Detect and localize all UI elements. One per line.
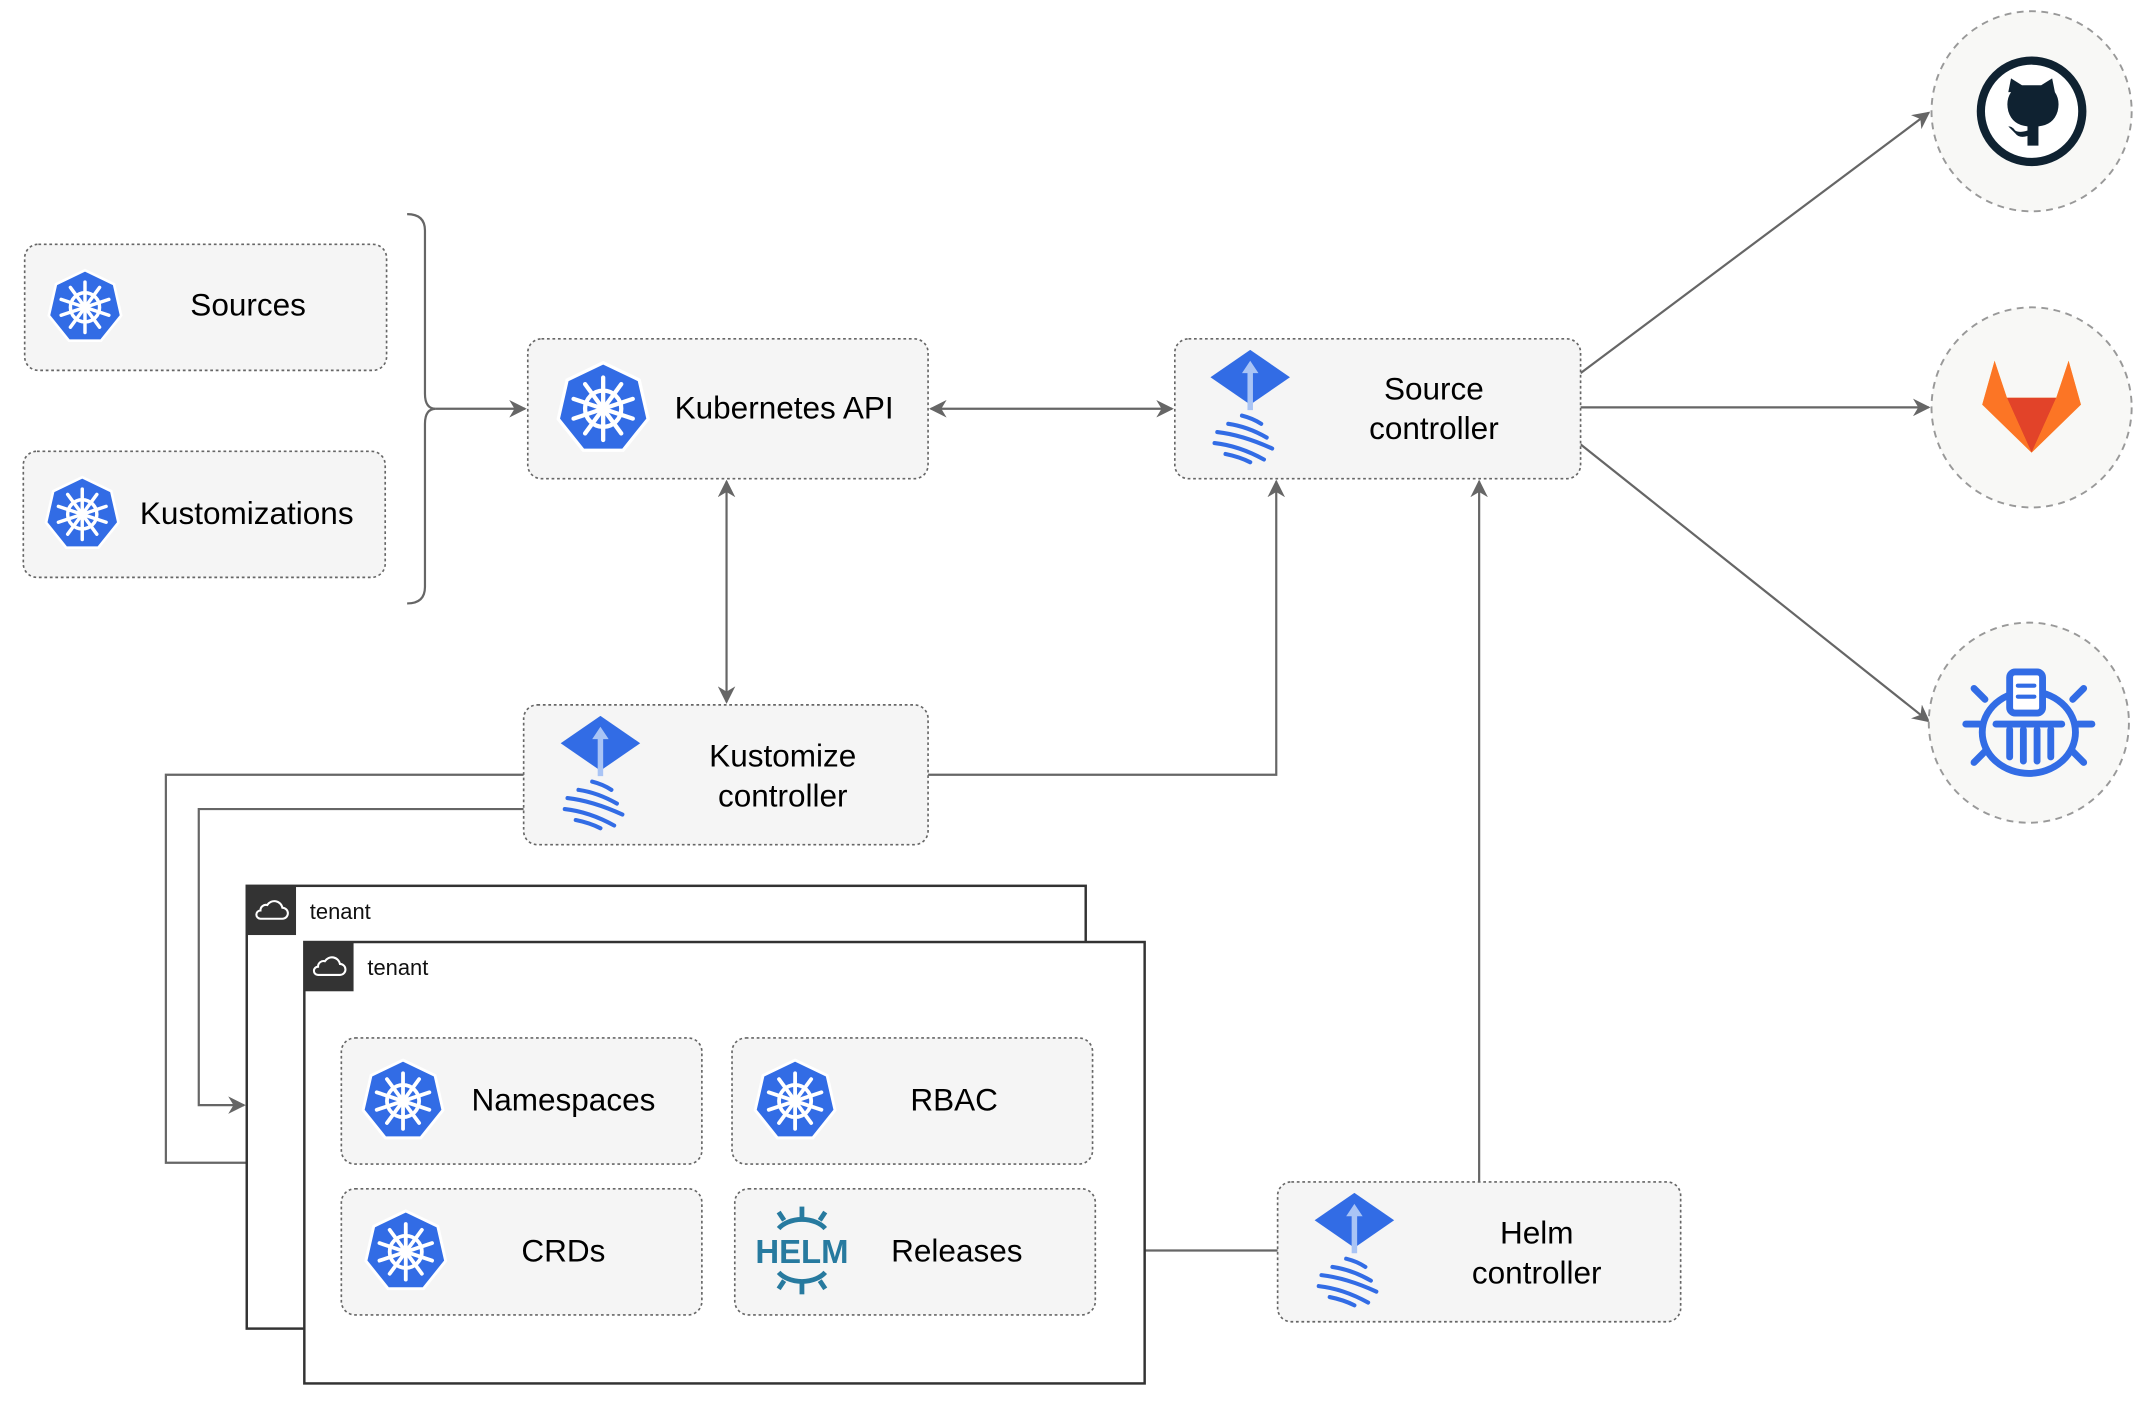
node-label: Namespaces xyxy=(471,1082,655,1118)
node-kubernetes-api[interactable]: Kubernetes API xyxy=(526,338,929,480)
svg-text:HELM: HELM xyxy=(755,1233,848,1270)
bucket-icon xyxy=(1962,668,2096,777)
node-label: RBAC xyxy=(910,1082,998,1118)
node-namespaces[interactable]: Namespaces xyxy=(340,1037,703,1165)
edge-kustomize-source xyxy=(928,479,1286,776)
edge-source-github xyxy=(1579,111,1931,375)
node-label: Releases xyxy=(891,1233,1022,1269)
edge-kustomize-tenant-front xyxy=(164,773,524,1172)
edge-source-bucket xyxy=(1579,443,1931,723)
node-helm-controller[interactable]: Helm controller xyxy=(1276,1181,1682,1323)
tenant-label: tenant xyxy=(310,899,371,924)
grouping-brace xyxy=(407,213,437,605)
node-kustomize-controller[interactable]: Kustomize controller xyxy=(522,704,929,846)
tenant-front[interactable]: tenant Namespaces RBAC CRDs xyxy=(303,940,1146,1385)
cloud-icon xyxy=(246,885,297,936)
node-rbac[interactable]: RBAC xyxy=(731,1037,1094,1165)
node-source-controller[interactable]: Source controller xyxy=(1173,338,1582,480)
node-sources[interactable]: Sources xyxy=(23,243,388,372)
node-label-line1: Helm xyxy=(1500,1215,1574,1251)
bucket-source[interactable] xyxy=(1927,621,2130,824)
node-kustomizations[interactable]: Kustomizations xyxy=(22,450,387,579)
node-label-line2: controller xyxy=(1369,410,1499,446)
node-crds[interactable]: CRDs xyxy=(340,1187,703,1316)
node-label-line2: controller xyxy=(1472,1254,1602,1290)
node-label: Kubernetes API xyxy=(675,389,894,425)
node-label: Sources xyxy=(190,287,306,323)
node-label-line2: controller xyxy=(718,777,848,813)
gitlab-source[interactable] xyxy=(1930,306,2133,509)
node-label: Kustomizations xyxy=(140,495,354,531)
gitlab-icon xyxy=(1982,360,2081,453)
node-label-line1: Source xyxy=(1384,370,1484,406)
node-label-line1: Kustomize xyxy=(709,738,856,774)
cloud-icon xyxy=(304,942,354,992)
github-source[interactable] xyxy=(1930,10,2133,213)
github-icon xyxy=(1976,56,2087,167)
edge-kustomize-tenant-back xyxy=(197,807,524,1114)
node-releases[interactable]: HELM Releases xyxy=(733,1187,1097,1316)
helm-icon: HELM xyxy=(755,1206,849,1295)
tenant-label: tenant xyxy=(367,955,428,980)
node-label: CRDs xyxy=(521,1233,605,1269)
